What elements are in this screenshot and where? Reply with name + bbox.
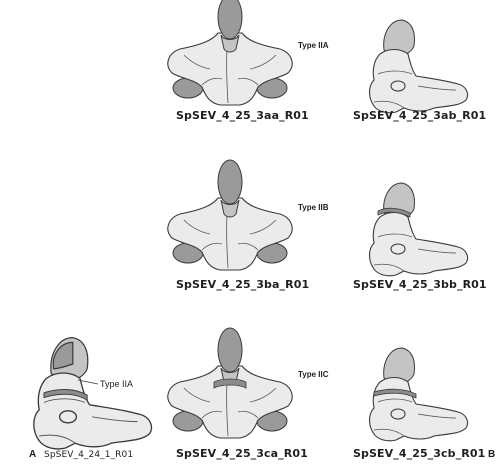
caption-r1-side: SpSEV_4_25_3ab_R01 xyxy=(353,109,487,122)
leader-line xyxy=(77,379,99,385)
caption-r1-front: SpSEV_4_25_3aa_R01 xyxy=(176,109,309,122)
caption-r2-front: SpSEV_4_25_3ba_R01 xyxy=(176,278,310,291)
panel-label-b: B xyxy=(488,449,496,460)
type-label-r1: Type IIA xyxy=(298,41,329,50)
vertebra-front-view-r2 xyxy=(167,159,293,271)
vertebra-side-view-r1 xyxy=(368,19,469,114)
panel-label-a: A xyxy=(29,449,37,460)
vertebra-side-view-r3 xyxy=(368,347,469,442)
caption-panel-a: SpSEV_4_24_1_R01 xyxy=(44,450,134,460)
caption-r2-side: SpSEV_4_25_3bb_R01 xyxy=(353,278,487,291)
vertebra-front-view-r1 xyxy=(167,0,293,106)
type-label-r2: Type IIB xyxy=(298,203,329,212)
vertebra-side-view-r2 xyxy=(368,182,469,277)
caption-r3-side: SpSEV_4_25_3cb_R01 xyxy=(353,447,486,460)
type-label-panel-a: Type IIA xyxy=(100,379,134,389)
caption-r3-front: SpSEV_4_25_3ca_R01 xyxy=(176,447,308,460)
vertebra-side-view-panel-a xyxy=(33,336,153,450)
type-label-r3: Type IIC xyxy=(298,370,329,379)
fracture-line-front-r3 xyxy=(213,378,247,389)
